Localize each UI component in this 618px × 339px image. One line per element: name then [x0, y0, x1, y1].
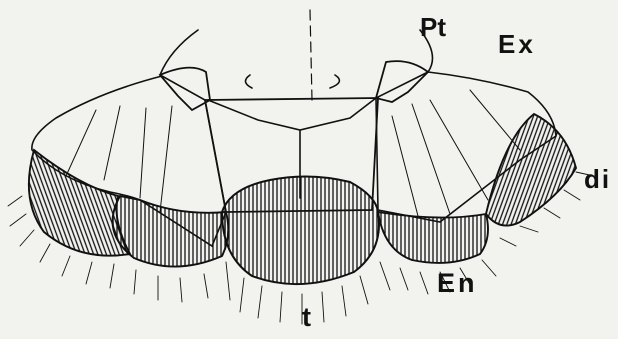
small-curve-left [245, 75, 252, 88]
body-outline [160, 30, 433, 75]
lobe-left-outer [29, 150, 130, 256]
protopodite-right [376, 61, 428, 102]
telson-hatched [222, 176, 379, 284]
midline [310, 10, 312, 100]
label-t: t [302, 304, 311, 331]
label-pt: Pt [420, 14, 446, 40]
lobe-right-outer [486, 114, 576, 226]
lobe-right-inner [378, 212, 488, 263]
lobe-left-inner [113, 196, 229, 267]
label-ex: Ex [498, 31, 536, 57]
label-en: En [437, 270, 478, 297]
small-curve-right [330, 75, 339, 88]
label-di: di [584, 166, 611, 192]
